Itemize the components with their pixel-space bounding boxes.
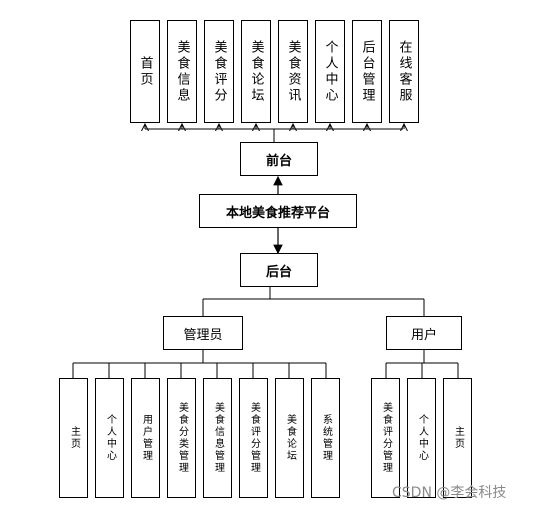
top-module-online-service: 在线客服: [389, 20, 419, 123]
admin-module-system-management: 系统管理: [311, 378, 340, 498]
admin-module-rating-management: 美食评分管理: [239, 378, 268, 498]
top-module-backend: 后台管理: [352, 20, 382, 123]
top-module-food-rating: 美食评分: [204, 20, 234, 123]
user-box: 用户: [386, 316, 462, 350]
csdn-watermark: CSDN @李会科技: [392, 485, 507, 501]
top-module-food-forum: 美食论坛: [241, 20, 271, 123]
user-module-home: 主页: [443, 378, 472, 498]
platform-box: 本地美食推荐平台: [199, 194, 357, 228]
user-module-rating-management: 美食评分管理: [371, 378, 400, 498]
admin-module-food-info-management: 美食信息管理: [203, 378, 232, 498]
admin-box: 管理员: [163, 316, 243, 350]
top-module-personal-center: 个人中心: [315, 20, 345, 123]
admin-module-category-management: 美食分类管理: [167, 378, 196, 498]
admin-module-personal-center: 个人中心: [95, 378, 124, 498]
top-module-food-info: 美食信息: [167, 20, 197, 123]
user-module-personal-center: 个人中心: [407, 378, 436, 498]
admin-module-user-management: 用户管理: [131, 378, 160, 498]
back-box: 后台: [240, 253, 318, 287]
admin-module-home: 主页: [59, 378, 88, 498]
top-module-food-news: 美食资讯: [278, 20, 308, 123]
top-module-home: 首页: [130, 20, 160, 123]
admin-module-food-forum: 美食论坛: [275, 378, 304, 498]
front-box: 前台: [240, 142, 318, 176]
